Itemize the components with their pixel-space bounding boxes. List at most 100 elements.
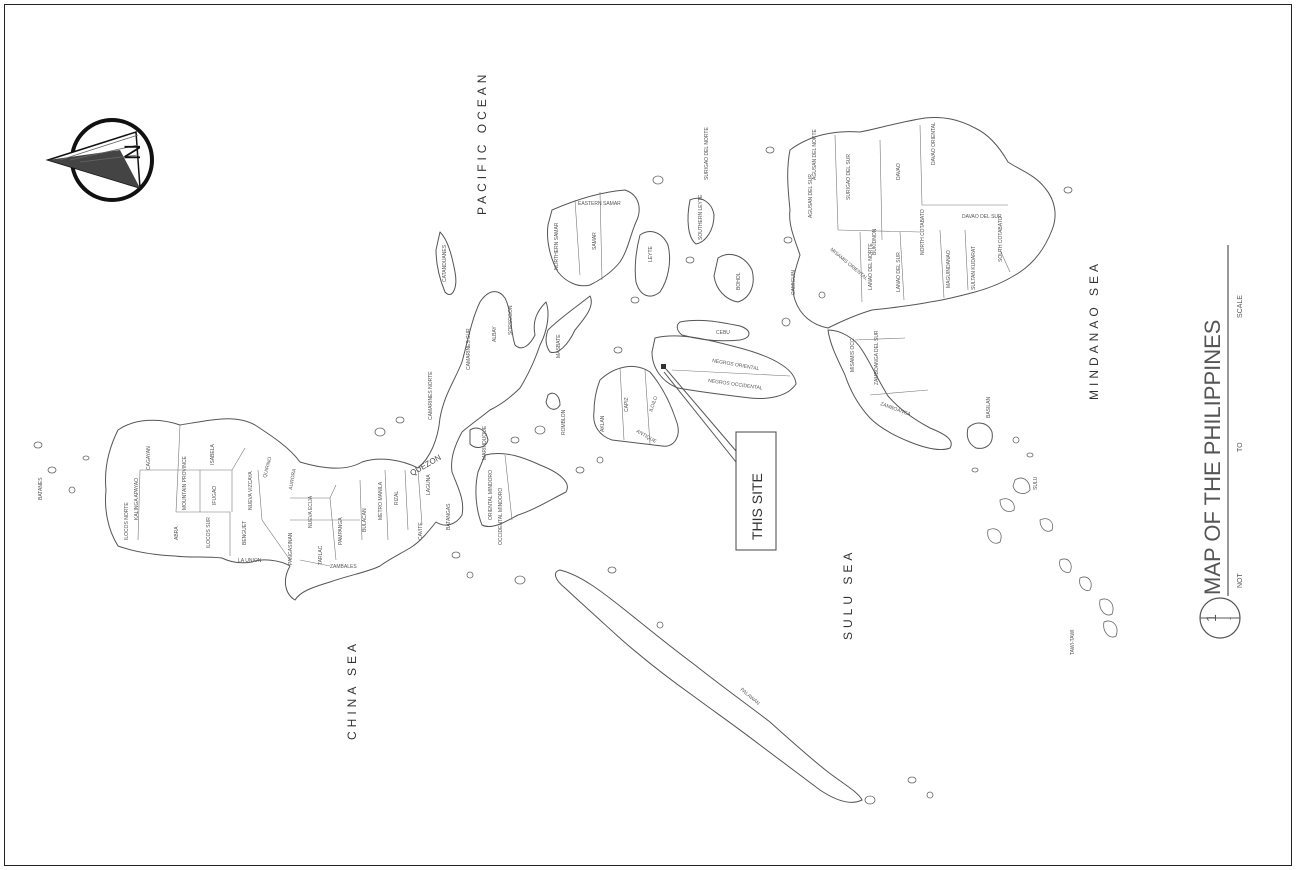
province-capiz: CAPIZ xyxy=(624,397,630,412)
drawing-number: 1 xyxy=(1203,614,1219,622)
province-lanao-sur: LANAO DEL SUR xyxy=(896,252,902,292)
province-mt-province: MOUNTAIN PROVINCE xyxy=(182,456,188,510)
province-batanes: BATANES xyxy=(38,477,44,500)
province-negros-occ: NEGROS OCCIDENTAL xyxy=(708,378,763,392)
mindanao-labels: AGUSAN DEL NORTE SURIGAO DEL SUR AGUSAN … xyxy=(791,122,1004,418)
province-eastern-samar: EASTERN SAMAR xyxy=(578,201,621,207)
province-sultan-kudarat: SULTAN KUDARAT xyxy=(971,246,977,290)
province-palawan: PALAWAN xyxy=(739,687,761,707)
province-albay: ALBAY xyxy=(492,326,498,342)
province-lanao-norte: LANAO DEL NORTE xyxy=(868,243,874,290)
samar-leyte xyxy=(547,189,715,297)
province-bohol: BOHOL xyxy=(736,272,742,290)
masbate-island xyxy=(545,295,592,354)
sea-label-pacific: PACIFIC OCEAN xyxy=(475,71,489,215)
scale-note-not: NOT xyxy=(1237,573,1244,589)
province-romblon: ROMBLON xyxy=(561,409,567,435)
province-camiguin: CAMIGUIN xyxy=(791,270,797,295)
small-islands xyxy=(33,146,1073,805)
north-arrow: N xyxy=(45,118,154,202)
province-leyte: LEYTE xyxy=(648,245,654,262)
basilan-island xyxy=(966,422,993,449)
province-kalinga: KALINGA APAYAO xyxy=(134,478,140,520)
province-agusan-norte: AGUSAN DEL NORTE xyxy=(812,128,818,180)
marinduque-island xyxy=(469,427,489,448)
province-negros-or: NEGROS ORIENTAL xyxy=(712,358,760,372)
province-pampanga: PAMPANGA xyxy=(338,517,344,545)
map-title: MAP OF THE PHILIPPINES xyxy=(1200,320,1225,595)
province-camarines-norte: CAMARINES NORTE xyxy=(428,371,434,420)
bicol-labels: CAMARINES NORTE CAMARINES SUR ALBAY SORS… xyxy=(428,244,562,420)
province-surigao-sur: SURIGAO DEL SUR xyxy=(846,154,852,200)
province-cagayan: CAGAYAN xyxy=(146,446,152,470)
province-surigao-norte: SURIGAO DEL NORTE xyxy=(704,127,710,180)
province-quezon: QUEZON xyxy=(409,453,443,478)
palawan-island xyxy=(554,569,863,803)
province-bulacan: BULACAN xyxy=(362,508,368,532)
province-davao: DAVAO xyxy=(896,163,902,180)
province-cavite: CAVITE xyxy=(418,522,424,540)
province-agusan-sur: AGUSAN DEL SUR xyxy=(808,174,814,218)
province-ilocos-sur: ILOCOS SUR xyxy=(206,517,212,548)
bohol-island xyxy=(713,254,754,303)
romblon-island xyxy=(545,392,561,410)
province-marinduque: MARINDUQUE xyxy=(482,425,488,460)
province-isabela: ISABELA xyxy=(210,443,216,465)
province-pangasinan: PANGASINAN xyxy=(288,532,294,565)
province-northern-samar: NORTHERN SAMAR xyxy=(554,222,560,270)
province-nueva-ecija: NUEVA ECIJA xyxy=(308,495,314,528)
province-ilocos-norte: ILOCOS NORTE xyxy=(124,502,130,540)
catanduanes-island xyxy=(435,231,457,295)
province-sulu: SULU xyxy=(1033,476,1039,490)
province-camarines-sur: CAMARINES SUR xyxy=(466,328,472,370)
province-la-union: LA UNION xyxy=(238,558,262,564)
cebu-island xyxy=(676,319,750,342)
province-aklan: AKLAN xyxy=(600,415,606,432)
province-nueva-vizcaya: NUEVA VIZCAYA xyxy=(248,471,254,510)
sea-label-mindanao: MINDANAO SEA xyxy=(1087,260,1101,400)
province-maguindanao: MAGUINDANAO xyxy=(946,250,952,288)
province-misamis-occ: MISAMIS OCC. xyxy=(850,337,856,372)
province-south-cotabato: SOUTH COTABATO xyxy=(998,216,1004,262)
province-zambales: ZAMBALES xyxy=(330,564,357,570)
sea-label-sulu: SULU SEA xyxy=(841,549,855,640)
province-rizal: RIZAL xyxy=(394,491,400,505)
province-southern-leyte: SOUTHERN LEYTE xyxy=(698,194,704,240)
province-north-cotabato: NORTH COTABATO xyxy=(920,209,926,255)
province-ifugao: IFUGAO xyxy=(212,486,218,505)
province-quirino: QUIRINO xyxy=(262,456,273,478)
compass-letter: N xyxy=(120,144,145,160)
province-abra: ABRA xyxy=(174,526,180,540)
scale-note-to: TO xyxy=(1237,442,1244,452)
sulu-archipelago xyxy=(987,477,1118,638)
province-laguna: LAGUNA xyxy=(426,474,432,495)
site-label: THIS SITE xyxy=(749,473,765,540)
province-masbate: MASBATE xyxy=(556,334,562,358)
province-benguet: BENGUET xyxy=(242,521,248,545)
province-davao-sur: DAVAO DEL SUR xyxy=(962,214,1002,220)
luzon-labels: BATANES CAGAYAN ILOCOS NORTE KALINGA APA… xyxy=(38,443,452,570)
province-tawi-tawi: TAWI-TAWI xyxy=(1070,629,1076,655)
title-block: 1 - MAP OF THE PHILIPPINES NOT TO SCALE xyxy=(1199,245,1244,639)
province-bukidnon: BUKIDNON xyxy=(872,228,878,255)
province-davao-oriental: DAVAO ORIENTAL xyxy=(931,122,937,165)
province-aurora: AURORA xyxy=(288,468,298,491)
province-iloilo: ILOILO xyxy=(648,395,659,412)
province-cebu: CEBU xyxy=(716,330,730,336)
site-callout: THIS SITE xyxy=(735,431,777,551)
province-catanduanes: CATANDUANES xyxy=(442,244,448,282)
mindoro-island xyxy=(475,452,568,528)
province-sorsogon: SORSOGON xyxy=(508,305,514,335)
province-metro-manila: METRO MANILA xyxy=(378,481,384,520)
scale-note-scale: SCALE xyxy=(1237,295,1244,318)
drawing-frame xyxy=(4,4,1292,866)
province-zambo-sur: ZAMBOANGA DEL SUR xyxy=(874,330,880,385)
province-tarlac: TARLAC xyxy=(318,545,324,565)
site-marker xyxy=(661,364,743,463)
drawing-sheet: - xyxy=(1225,617,1235,620)
luzon-island xyxy=(105,291,549,601)
province-mindoro-or: ORIENTAL MINDORO xyxy=(488,470,494,520)
province-misamis-or: MISAMIS ORIENTAL xyxy=(829,247,869,282)
province-samar: SAMAR xyxy=(592,232,598,250)
